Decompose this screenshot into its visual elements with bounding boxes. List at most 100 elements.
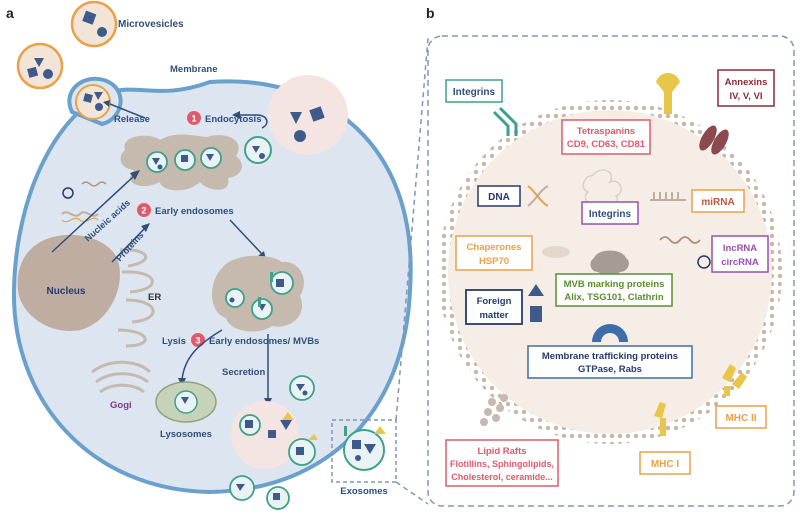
mhc2-box: [715, 405, 767, 429]
mvb-markers-title: MVB marking proteins: [564, 279, 665, 290]
connector-top: [395, 37, 429, 421]
tetraspanins-title: Tetraspanins: [577, 126, 635, 137]
trafficking-title: Membrane trafficking proteins: [542, 351, 678, 362]
golgi: [91, 360, 152, 394]
mhc1-icon: [654, 402, 666, 436]
proteins-arrow: [111, 227, 146, 263]
endocytosis-arrow: [240, 114, 268, 129]
chaperones-box: [455, 235, 533, 271]
mirna-icon: [650, 192, 686, 201]
early-endosome: [120, 134, 242, 191]
maturation-arrow: [229, 219, 263, 255]
secreting-mvb: [231, 401, 299, 469]
trafficking-list: GTPase, Rabs: [578, 364, 642, 375]
circrna-label: circRNA: [721, 257, 759, 268]
connector-bottom: [395, 481, 429, 505]
mirna-label: miRNA: [701, 197, 734, 208]
lipid-rafts-list-2: Cholesterol, ceramide...: [451, 472, 553, 482]
microvesicles-label: Microvesicles: [118, 19, 184, 30]
step1-number: 1: [191, 114, 196, 124]
foreign-matter-icon: [528, 284, 544, 322]
nucleic-acids-arrow: [51, 175, 135, 253]
lipid-rafts-box: [445, 439, 559, 487]
mhc1-label: MHC I: [651, 459, 680, 470]
annexins-list: IV, V, VI: [729, 91, 762, 102]
nucleus-label: Nucleus: [47, 286, 86, 297]
lipid-rafts-list-1: Flotillins, Sphingolipids,: [450, 459, 554, 469]
integrins-inner-label: Integrins: [589, 209, 632, 220]
er: [117, 248, 155, 348]
trafficking-icon: [592, 324, 628, 342]
dna-helix-small: [61, 211, 99, 217]
step2-badge: [137, 203, 151, 217]
nucleus: [17, 234, 120, 331]
integrins-outer-label: Integrins: [453, 87, 496, 98]
mvb-marker-icon: [590, 250, 629, 275]
rna-small: [81, 181, 107, 187]
foreign-matter-label-1: Foreign: [477, 296, 512, 307]
endocytosis-bubble: [268, 75, 348, 155]
lysosome: [155, 381, 217, 423]
mvb-markers-list: Alix, TSG101, Clathrin: [564, 292, 663, 303]
tetraspanins-list: CD9, CD63, CD81: [567, 139, 646, 150]
mirna-box: [691, 189, 745, 213]
panel-b-label: b: [426, 5, 435, 21]
step2-label: Early endosomes: [155, 206, 234, 217]
tetraspanin-icon: [656, 73, 680, 114]
exosome-detail: [343, 426, 386, 471]
foreign-matter-box: [465, 289, 523, 325]
annexins-title: Annexins: [725, 77, 768, 88]
foreign-matter-label-2: matter: [479, 310, 508, 321]
mhc2-icon: [722, 364, 747, 396]
lipid-raft-icon: [480, 394, 508, 426]
released-exosome-2: [288, 434, 318, 466]
mvb: [211, 255, 304, 332]
secretion-label: Secretion: [222, 367, 265, 378]
dna-box: [477, 185, 521, 207]
golgi-label: Gogi: [110, 400, 132, 411]
tetraspanins-box: [561, 119, 651, 155]
exosome-callout-box: [331, 419, 397, 483]
lncrna-label: lncRNA: [723, 243, 757, 254]
chaperones-list: HSP70: [479, 256, 509, 267]
integrins-outer-box: [445, 79, 503, 103]
lysis-arrow: [181, 329, 223, 381]
chaperone-icon: [542, 246, 570, 258]
step1-badge: [187, 111, 201, 125]
dna-icon: [527, 185, 549, 207]
membrane-label: Membrane: [170, 64, 218, 75]
chaperones-title: Chaperones: [467, 242, 522, 253]
rna-box: [711, 235, 769, 273]
panel-a-label: a: [6, 5, 14, 21]
step3-number: 3: [195, 336, 200, 346]
circrna-icon: [697, 255, 711, 269]
exosomes-label: Exosomes: [340, 486, 388, 497]
annexins-box: [717, 69, 775, 107]
lysis-label: Lysis: [162, 336, 186, 347]
integrins-inner-box: [581, 201, 639, 225]
released-exosome-3: [229, 475, 255, 501]
release-label: Release: [114, 114, 150, 125]
trafficking-box: [527, 345, 693, 379]
endocytic-vesicle: [244, 136, 272, 164]
er-label: ER: [148, 292, 161, 303]
lysosomes-label: Lysosomes: [160, 429, 212, 440]
step3-label: Early endosomes/ MVBs: [209, 336, 319, 347]
released-exosome-1: [289, 375, 315, 401]
circrna-small: [62, 187, 74, 199]
release-arrow: [109, 103, 146, 119]
mhc2-label: MHC II: [725, 413, 756, 424]
mvb-markers-box: [555, 273, 673, 307]
annexin-icon: [699, 125, 729, 155]
step1-label: Endocytosis: [205, 114, 262, 125]
microvesicle-top: [70, 0, 118, 48]
zoom-frame: [427, 35, 795, 507]
mhc1-box: [639, 451, 691, 475]
lipid-rafts-title: Lipid Rafts: [477, 446, 526, 457]
lncrna-icon: [659, 236, 701, 244]
integrin-icon: [492, 106, 518, 136]
step2-number: 2: [141, 206, 146, 216]
released-exosome-4: [266, 486, 290, 510]
microvesicle-left: [16, 42, 64, 90]
